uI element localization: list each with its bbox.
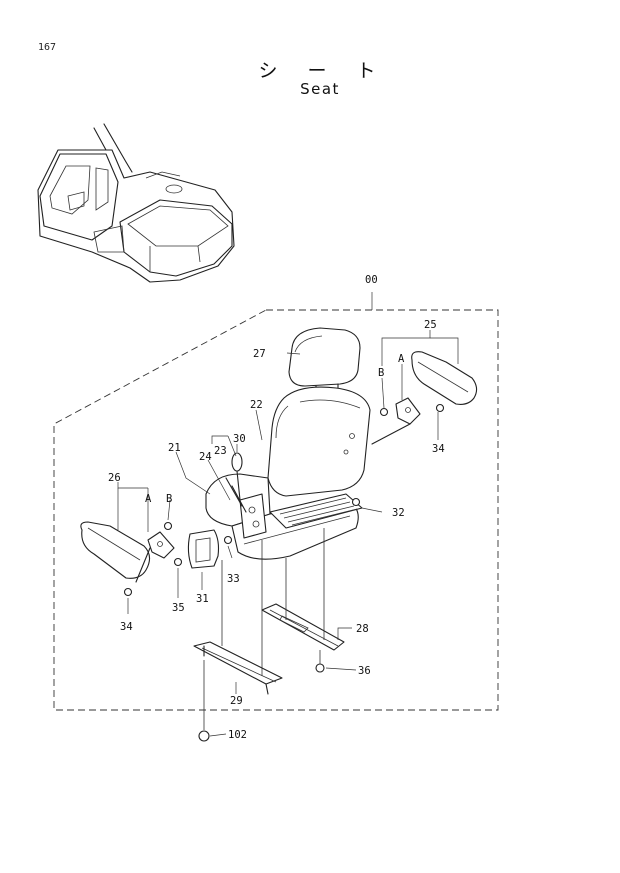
assembly-boundary [53,309,499,711]
callout-bolt-32: 32 [392,507,405,519]
callout-headrest: 27 [253,348,266,360]
callout-rail-28: 28 [356,623,369,635]
callout-assembly-00: 00 [365,274,378,286]
callout-left-b: B [166,493,172,505]
assembly-lines [203,528,325,730]
callout-cushion: 21 [168,442,181,454]
title-english: Seat [300,80,340,98]
callout-left-a: A [145,493,152,505]
armrest-left [80,521,175,583]
callout-rail-29: 29 [230,695,243,707]
callout-cover-31: 31 [196,593,209,605]
callout-bolt-102: 102 [228,729,247,741]
callout-right-a: A [398,353,405,365]
side-cover-31 [187,529,220,569]
bolts [123,403,445,742]
callout-right-bolt-34: 34 [432,443,445,455]
page-number: 167 [38,42,57,53]
callout-knob-30: 30 [233,433,246,445]
leader-lines [117,330,459,737]
callout-right-b: B [378,367,384,379]
callout-bolt-36: 36 [358,665,371,677]
callout-left-bolt-34: 34 [120,621,133,633]
title-japanese: シート [258,60,406,82]
callout-labels: 00 27 25 A B 34 22 23 30 24 21 26 A B 32… [108,274,445,741]
rail-28 [261,603,345,651]
excavator-thumbnail [37,123,235,283]
callout-lever-24: 24 [199,451,212,463]
armrest-right [371,351,478,445]
callout-lever-23: 23 [214,445,227,457]
callout-armrest-left: 26 [108,472,121,484]
callout-seat-back: 22 [250,399,263,411]
seat-mechanism [225,452,267,539]
seat-back [267,386,371,497]
callout-bolt-33: 33 [227,573,240,585]
callout-armrest-right: 25 [424,319,437,331]
rail-29 [193,641,283,695]
callout-bolt-35: 35 [172,602,185,614]
